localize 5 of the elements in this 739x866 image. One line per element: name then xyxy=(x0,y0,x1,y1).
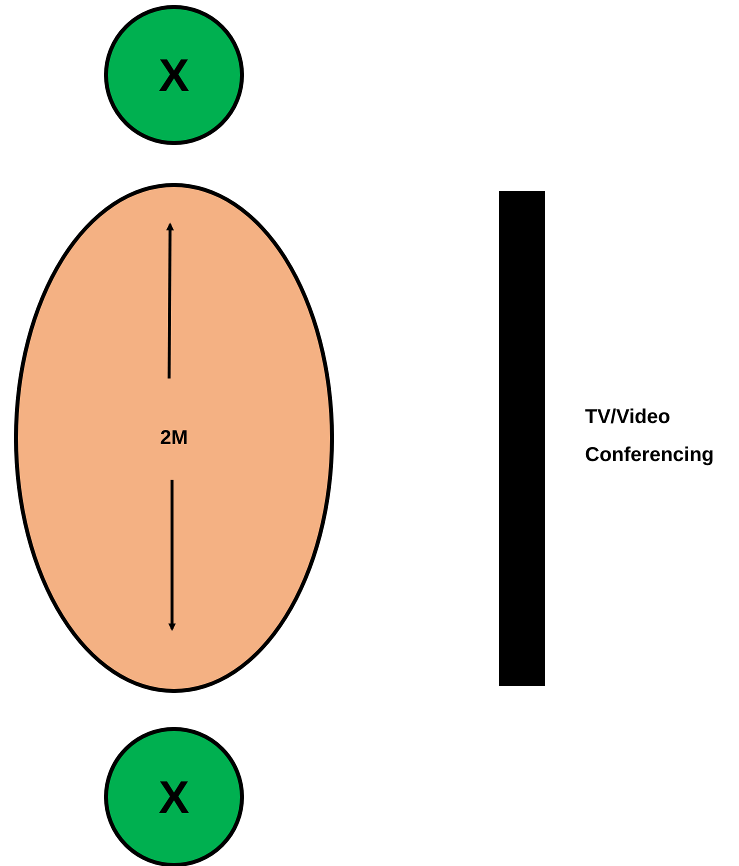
node-label: X xyxy=(158,48,190,102)
screen-bar xyxy=(499,191,545,686)
screen-caption: TV/Video Conferencing xyxy=(585,405,715,468)
node-label: X xyxy=(158,770,190,824)
node-label: 2M xyxy=(160,426,188,451)
